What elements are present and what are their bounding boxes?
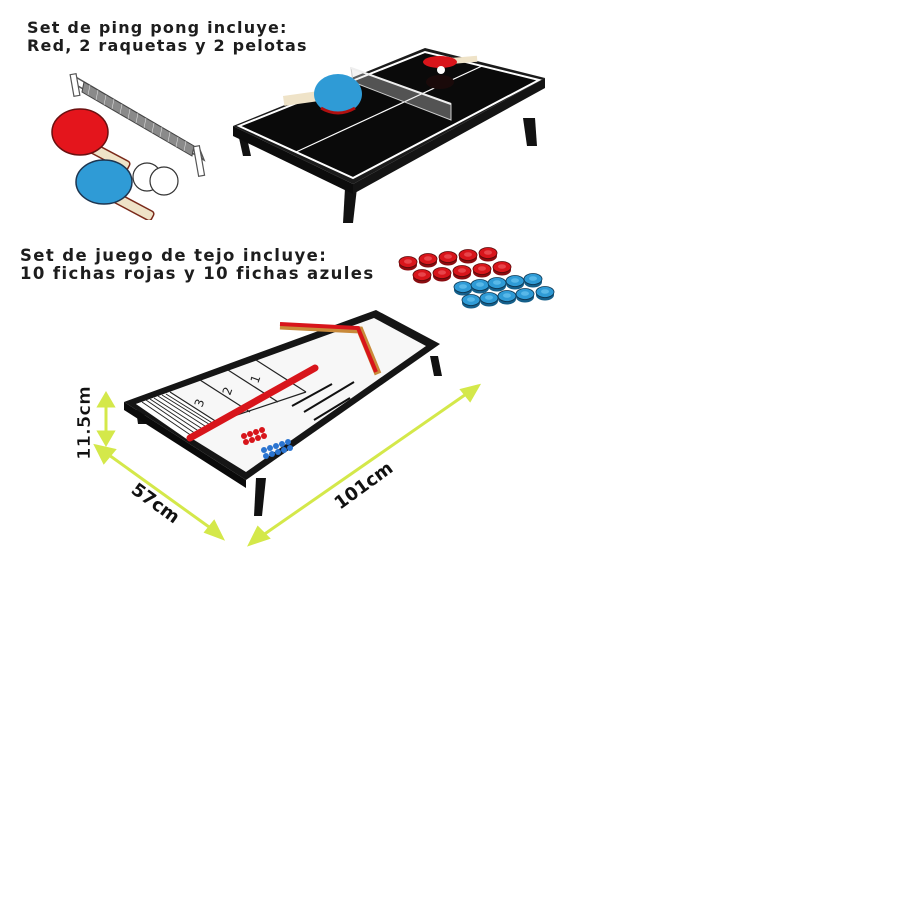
tejo-caption-line1: Set de juego de tejo incluye: [20,246,328,265]
red-cue-stick [186,364,319,442]
tejo-caption: Set de juego de tejo incluye: 10 fichas … [20,247,375,283]
zone-2-label: 2 [220,385,236,397]
ping-pong-caption-line1: Set de ping pong incluye: [27,18,288,37]
balls-icon [132,162,179,196]
height-dimension-label: 11.5cm [74,386,95,460]
red-barrier [279,322,382,376]
ping-pong-caption: Set de ping pong incluye: Red, 2 raqueta… [27,19,308,55]
tejo-pucks-illustration [398,247,555,309]
blue-paddle-on-table [283,74,362,115]
red-pieces-on-board [241,427,267,445]
ping-pong-accessories-illustration [51,72,206,220]
spike-marks [291,381,355,421]
ping-pong-table-image [233,48,545,223]
blue-pucks [453,273,555,309]
ping-pong-caption-line2: Red, 2 raquetas y 2 pelotas [27,36,308,55]
blue-pieces-on-board [261,439,293,459]
zone-1-label: 1 [248,373,264,385]
tejo-caption-line2: 10 fichas rojas y 10 fichas azules [20,264,375,283]
red-paddle-on-table [423,55,478,89]
tejo-board-image: 3 2 1 11.5cm 57cm 101cm [74,310,482,547]
net-icon [69,72,206,177]
zone-3-label: 3 [192,397,208,409]
hatched-zone [136,392,216,440]
red-paddle-icon [51,108,131,172]
blue-paddle-icon [75,159,155,220]
dimension-arrows [93,383,482,547]
